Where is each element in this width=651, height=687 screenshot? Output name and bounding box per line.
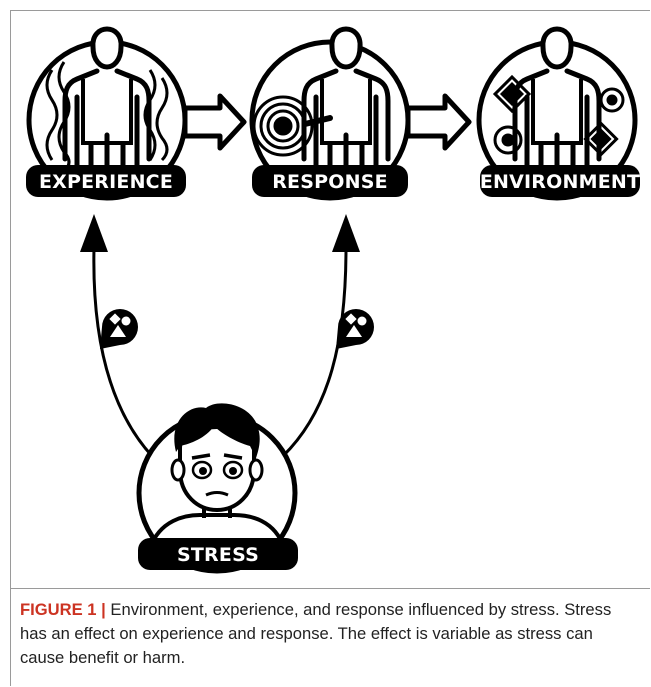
environment-node: ENVIRONMENT — [476, 29, 640, 201]
pointing-arm — [302, 115, 333, 127]
response-node: RESPONSE — [249, 29, 411, 201]
stress-node: STRESS — [136, 403, 298, 574]
stress-to-response-line — [281, 247, 348, 458]
shapes-badge-icon — [100, 309, 138, 349]
hollow-arrow-icon — [182, 93, 247, 151]
experience-label-box — [26, 165, 186, 197]
response-arrowhead — [332, 214, 360, 252]
stress-label-box — [138, 538, 298, 570]
stress-label: STRESS — [177, 544, 259, 566]
concentric-circles-icon — [252, 95, 314, 157]
response-label: RESPONSE — [272, 171, 388, 193]
figure-label: FIGURE 1 | — [20, 600, 106, 619]
environment-label-box — [480, 165, 640, 197]
hollow-arrow-icon — [405, 93, 472, 151]
figure-caption: FIGURE 1 | Environment, experience, and … — [20, 598, 630, 670]
experience-label: EXPERIENCE — [39, 171, 173, 193]
shapes-badge-icon — [336, 309, 374, 349]
experience-node: EXPERIENCE — [26, 29, 188, 201]
stress-diagram: EXPERIENCE RESPONSE ENVIRONMENT — [26, 0, 640, 574]
caption-divider — [10, 588, 650, 589]
response-label-box — [252, 165, 408, 197]
experience-arrowhead — [80, 214, 108, 252]
caption-text: Environment, experience, and response in… — [20, 600, 612, 667]
environment-label: ENVIRONMENT — [480, 171, 640, 193]
figure-frame — [10, 10, 650, 686]
stress-to-experience-line — [92, 247, 154, 458]
